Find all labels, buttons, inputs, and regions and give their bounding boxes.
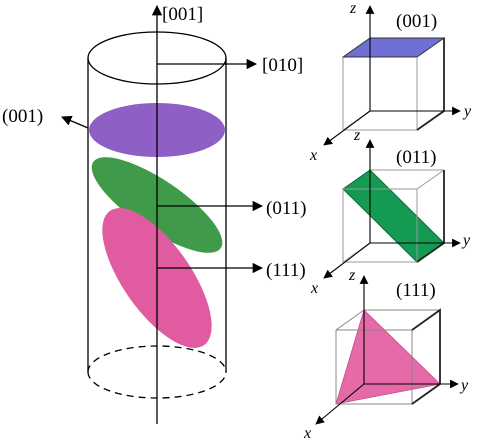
cube-001-top-face (341, 37, 446, 58)
cube-001-front-edges (342, 57, 418, 131)
cube-011: z y x (011) (310, 127, 471, 297)
cube-111-z-label: z (348, 267, 356, 284)
cube-001-x-axis (323, 110, 371, 146)
cube-011-title: (011) (396, 147, 436, 168)
cube-111-triangle-plane (335, 309, 441, 405)
cube-011-y-label: y (461, 232, 471, 249)
cube-011-x-label: x (310, 280, 318, 297)
cube-011-x-axis (323, 242, 371, 279)
cylinder: [001] [010] (001) (011) (111) (2, 4, 306, 424)
cube-001-title: (001) (396, 11, 437, 32)
cube-111: z y x (111) (303, 267, 469, 442)
cube-011-diagonal-plane (342, 169, 445, 263)
cube-001-y-label: y (462, 103, 472, 120)
plane-111-label: (111) (266, 260, 306, 281)
cube-111-title: (111) (396, 280, 436, 301)
cube-011-top-edge (416, 169, 445, 190)
cube-111-top-edge (335, 309, 365, 331)
cube-111-right-edges (411, 308, 441, 405)
cube-111-x-axis (315, 383, 365, 425)
cube-001-x-label: x (309, 147, 317, 164)
arrow-001-pointer (61, 115, 89, 129)
cube-111-x-label: x (303, 425, 311, 442)
cube-001: z y x (001) (309, 0, 472, 164)
cube-111-y-label: y (459, 377, 469, 394)
arrow-010-label: [010] (262, 55, 303, 76)
axis-001-label: [001] (162, 4, 203, 25)
plane-011-label: (011) (266, 198, 306, 219)
cube-001-z-label: z (349, 0, 357, 17)
plane-001-label: (001) (2, 106, 43, 127)
cube-011-z-label: z (353, 127, 361, 144)
